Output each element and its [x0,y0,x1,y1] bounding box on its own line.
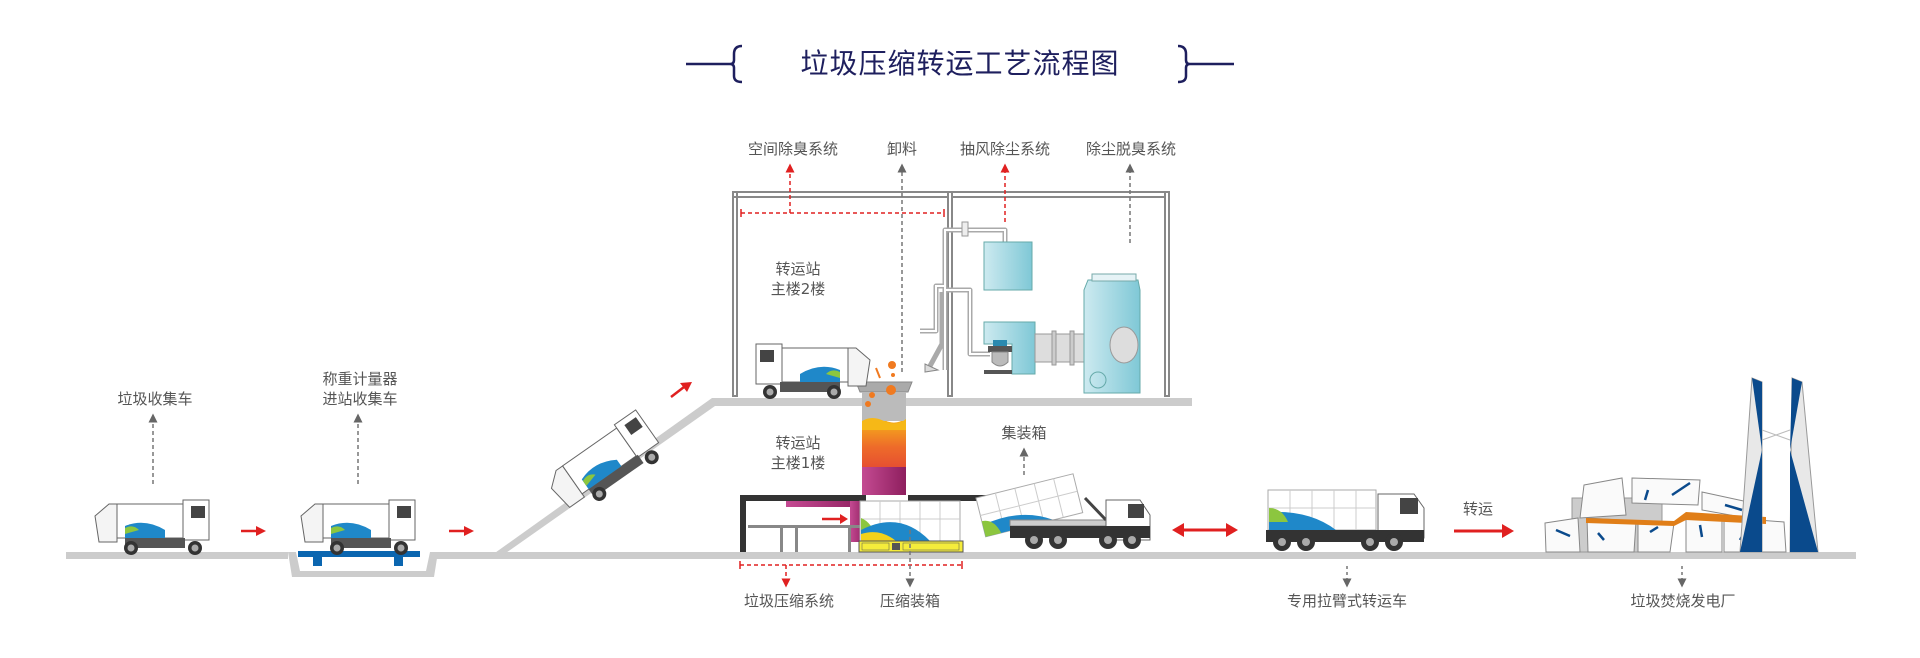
weighing-scale [298,551,420,566]
ground-road [66,552,1856,577]
armroll-truck-tilting [975,473,1151,549]
label-floor1-line1: 转运站 [775,434,821,452]
label-compression-box: 压缩装箱 [879,592,940,610]
ramp [492,398,1192,555]
deodor-tower [1083,273,1141,394]
title-bracket-left [686,44,743,84]
exhaust-fan-unit [983,321,1086,375]
label-floor1-line2: 主楼1楼 [770,454,826,472]
duct-valve [961,221,969,237]
flow-arrow-2 [449,526,474,536]
feed-hopper [855,361,913,495]
flow-arrow-1 [241,526,266,536]
label-unloading: 卸料 [886,140,917,158]
label-weighing-line1: 称重计量器 [322,370,398,388]
flow-arrow-transfer [1454,524,1514,538]
page-title: 垃圾压缩转运工艺流程图 [800,47,1120,80]
label-dust-deodor: 除尘脱臭系统 [1085,140,1176,158]
dust-collector-tank [983,241,1033,291]
label-container: 集装箱 [1001,424,1047,442]
floor2-building-frame [732,191,1170,397]
compression-container [858,500,964,553]
label-armroll-truck: 专用拉臂式转运车 [1286,592,1407,610]
incineration-plant [1544,377,1819,553]
label-compression-system: 垃圾压缩系统 [743,592,834,610]
label-floor2-line2: 主楼2楼 [770,280,826,298]
title-bracket-right [1177,44,1234,84]
garbage-truck-weighing [300,499,416,555]
garbage-truck-1 [94,499,210,555]
armroll-transfer-truck [1266,489,1425,551]
garbage-truck-unloading [755,343,871,399]
label-transfer: 转运 [1462,500,1493,518]
flow-arrow-ramp [670,382,692,398]
label-exhaust-dust: 抽风除尘系统 [959,140,1050,158]
label-space-deodor: 空间除臭系统 [747,140,838,158]
label-collection-truck: 垃圾收集车 [117,390,193,408]
suction-hood [924,363,940,373]
label-weighing-line2: 进站收集车 [322,390,398,408]
label-floor2-line1: 转运站 [775,260,821,278]
garbage-truck-ramp [550,409,660,509]
space-deodor-indicator [741,163,944,214]
label-power-plant: 垃圾焚烧发电厂 [1630,592,1736,610]
flow-arrow-bidirectional [1172,523,1238,537]
compression-system-indicator [740,564,962,588]
